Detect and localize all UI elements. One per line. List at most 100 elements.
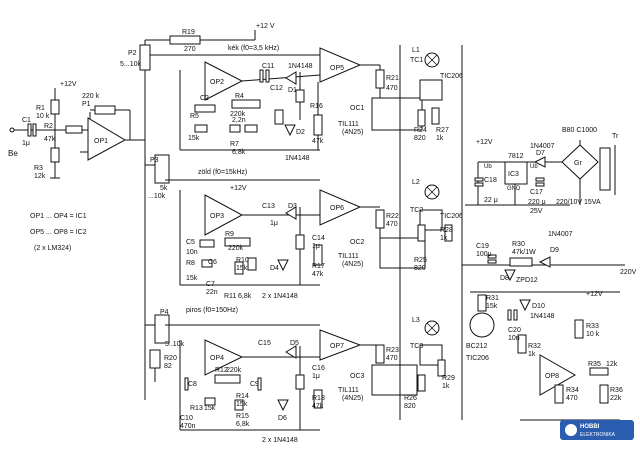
label-c5-value: 10n <box>186 249 198 256</box>
label-op1: OP1 <box>94 138 108 145</box>
label-ic-note-1: OP1 ... OP4 = IC1 <box>30 213 87 220</box>
label-r2-value: 47k <box>44 136 56 143</box>
label-transformer-rating: 220/10V 15VA <box>556 199 601 206</box>
label-p3: P3 <box>150 157 159 164</box>
label-c20: C20 <box>508 327 521 334</box>
label-tic-3: TIC206 <box>466 355 489 362</box>
label-c14: C14 <box>312 235 325 242</box>
label-c13-value: 1μ <box>270 220 278 227</box>
label-r31: R31 <box>486 295 499 302</box>
label-c20-value: 10n <box>508 335 520 342</box>
label-tc2: TC2 <box>410 207 423 214</box>
label-r25: R25 <box>414 257 427 264</box>
label-r4-value: 220k <box>230 111 246 118</box>
label-d5: D5 <box>290 340 299 347</box>
label-oc1-type: TIL111 <box>338 121 359 128</box>
label-ub-in: Ub <box>484 164 492 170</box>
label-tic-1: TIC206 <box>440 73 463 80</box>
label-c13: C13 <box>262 203 275 210</box>
label-c1: C1 <box>22 117 31 124</box>
label-d9-type: 1N4007 <box>548 231 573 238</box>
label-l1: L1 <box>412 47 420 54</box>
label-p3-value: 5k <box>160 185 168 192</box>
label-c2: C2 <box>200 95 209 102</box>
label-c12: C12 <box>270 85 283 92</box>
label-diode-d2: 1N4148 <box>285 155 310 162</box>
label-c18-value: 22 μ <box>484 197 498 204</box>
label-r19-value: 270 <box>184 46 196 53</box>
label-r22: R22 <box>386 213 399 220</box>
label-r1-value: 10 k <box>36 113 50 120</box>
label-c17-value: 220 μ <box>528 199 546 206</box>
label-r26: R26 <box>404 395 417 402</box>
label-r2: R2 <box>44 123 53 130</box>
label-c3-value: 2,2n <box>232 117 246 124</box>
label-r24-value: 820 <box>414 135 426 142</box>
label-c5: C5 <box>186 239 195 246</box>
label-c7-value: 22n <box>206 289 218 296</box>
label-r36: R36 <box>610 387 623 394</box>
label-input: Be <box>8 149 18 158</box>
label-transistor: BC212 <box>466 343 488 350</box>
label-r18: R18 <box>312 395 325 402</box>
publisher-logo: HOBBI ELEKTRONIKA <box>560 420 634 440</box>
label-r23-value: 470 <box>386 355 398 362</box>
label-r10: R10 <box>236 257 249 264</box>
label-d2: D2 <box>296 129 305 136</box>
label-r28: R28 <box>440 227 453 234</box>
label-ic3-type: 7812 <box>508 153 524 160</box>
label-r10-value: 15k <box>236 265 248 272</box>
label-op6: OP6 <box>330 205 344 212</box>
label-d7: D7 <box>536 150 545 157</box>
label-r11-value: 6,8k <box>238 293 252 300</box>
label-r35: R35 <box>588 361 601 368</box>
label-ub-out: Ub <box>530 164 538 170</box>
label-c9: C9 <box>250 381 259 388</box>
label-d4: D4 <box>270 265 279 272</box>
label-c15: C15 <box>258 340 271 347</box>
label-voltage-25: 25V <box>530 208 543 215</box>
label-r16: R16 <box>310 103 323 110</box>
label-c14-value: 1μ <box>312 243 320 250</box>
label-r20-value: 82 <box>164 363 172 370</box>
label-transformer: Tr <box>612 133 619 140</box>
label-c16-value: 1μ <box>312 373 320 380</box>
label-r23: R23 <box>386 347 399 354</box>
label-tc1: TC1 <box>410 57 423 64</box>
label-r15: R15 <box>236 413 249 420</box>
label-blue-band: kék (f0=3,5 kHz) <box>228 45 279 52</box>
label-op2: OP2 <box>210 79 224 86</box>
label-r18-value: 47k <box>312 403 324 410</box>
label-r35-value: 12k <box>606 361 618 368</box>
label-r29-value: 1k <box>442 383 450 390</box>
label-red-band: piros (f0=150Hz) <box>186 307 238 314</box>
label-supply-a: +12V <box>60 81 77 88</box>
label-oc3: OC3 <box>350 373 365 380</box>
label-rectifier: Gr <box>574 160 582 167</box>
label-p1-value: 220 k <box>82 93 100 100</box>
label-c10: C10 <box>180 415 193 422</box>
label-p2: P2 <box>128 50 137 57</box>
label-c7: C7 <box>206 281 215 288</box>
label-l2: L2 <box>412 179 420 186</box>
label-r28-value: 1k <box>440 235 448 242</box>
label-r8: R8 <box>186 260 195 267</box>
label-oc2-type: TIL111 <box>338 253 359 260</box>
label-oc3-type: TIL111 <box>338 387 359 394</box>
label-r8-value: 15k <box>186 275 198 282</box>
label-c16: C16 <box>312 365 325 372</box>
label-d10: D10 <box>532 303 545 310</box>
label-oc3-alt: (4N25) <box>342 395 363 402</box>
label-r21: R21 <box>386 75 399 82</box>
label-c19-value: 100μ <box>476 251 492 258</box>
label-r25-value: 820 <box>414 265 426 272</box>
label-r20: R20 <box>164 355 177 362</box>
label-r3-value: 12k <box>34 173 46 180</box>
label-r16-value: 47k <box>312 138 324 145</box>
label-d10-type: 1N4148 <box>530 313 555 320</box>
label-r13-value: 15k <box>204 405 216 412</box>
label-r26-value: 820 <box>404 403 416 410</box>
label-c6: C6 <box>208 259 217 266</box>
label-c10-value: 470n <box>180 423 196 430</box>
label-r21-value: 470 <box>386 85 398 92</box>
